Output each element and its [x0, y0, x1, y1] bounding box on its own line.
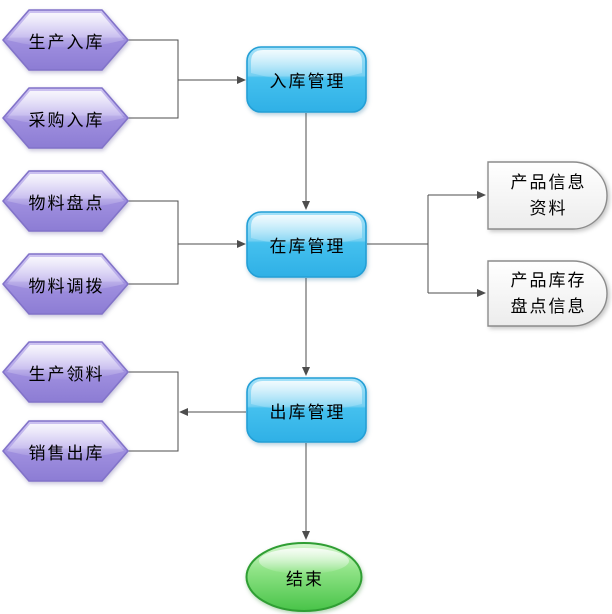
connector-material-merge — [126, 200, 179, 285]
connector-inbound-merge — [126, 39, 179, 119]
doc-label-line2: 盘点信息 — [510, 296, 587, 316]
hexagon-shape — [2, 341, 129, 403]
node-end[interactable]: 结束 — [245, 542, 363, 612]
process-shape — [246, 211, 367, 278]
node-label: 采购入库 — [28, 110, 105, 130]
hexagon-shape — [2, 420, 129, 482]
node-label: 在库管理 — [269, 237, 346, 256]
node-production-inbound[interactable]: 生产入库 — [2, 8, 129, 72]
node-material-count[interactable]: 物料盘点 — [2, 169, 129, 233]
hexagon-shape — [2, 253, 129, 315]
node-inventory-count-doc[interactable]: 产品库存 盘点信息 — [487, 260, 608, 327]
doc-label-line2: 资料 — [529, 198, 568, 218]
node-outbound-mgmt[interactable]: 出库管理 — [246, 377, 367, 443]
node-purchase-inbound[interactable]: 采购入库 — [2, 86, 129, 150]
node-label: 入库管理 — [269, 72, 346, 91]
hexagon-shape — [2, 170, 129, 232]
node-label: 物料调拨 — [28, 276, 105, 296]
doc-label-line1: 产品信息 — [510, 172, 587, 192]
delay-shape — [487, 260, 608, 327]
node-label: 物料盘点 — [28, 193, 105, 213]
terminator-shape — [245, 542, 363, 612]
node-label: 销售出库 — [28, 443, 105, 463]
node-instock-mgmt[interactable]: 在库管理 — [246, 211, 367, 278]
node-label: 生产领料 — [28, 364, 105, 384]
node-label: 生产入库 — [28, 32, 105, 52]
node-inbound-mgmt[interactable]: 入库管理 — [246, 46, 367, 113]
connector-picking-merge — [126, 371, 179, 452]
delay-shape — [487, 161, 608, 230]
node-label: 产品信息 资料 — [487, 161, 608, 230]
process-shape — [246, 377, 367, 443]
node-label: 产品库存 盘点信息 — [487, 260, 608, 327]
node-product-info-doc[interactable]: 产品信息 资料 — [487, 161, 608, 230]
doc-label-line1: 产品库存 — [510, 270, 587, 290]
hexagon-shape — [2, 87, 129, 149]
hexagon-shape — [2, 9, 129, 71]
node-material-transfer[interactable]: 物料调拨 — [2, 252, 129, 316]
process-shape — [246, 46, 367, 113]
node-label: 结束 — [286, 569, 324, 589]
node-sales-outbound[interactable]: 销售出库 — [2, 419, 129, 483]
node-production-picking[interactable]: 生产领料 — [2, 340, 129, 404]
node-label: 出库管理 — [269, 402, 346, 422]
